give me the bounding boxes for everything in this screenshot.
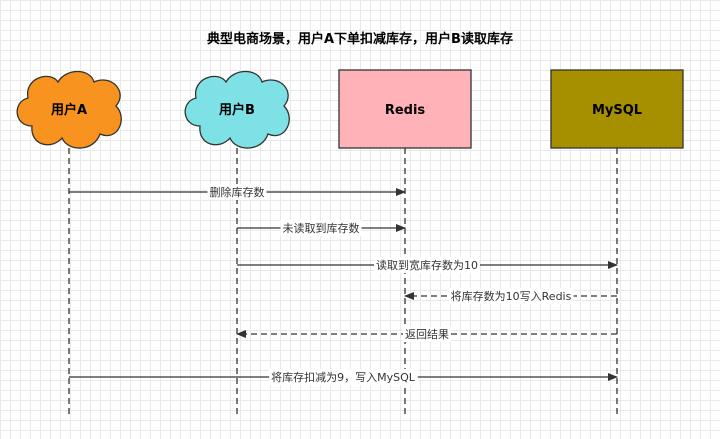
message-5-label-bg: [403, 327, 451, 342]
message-1-label: 删除库存数: [210, 185, 265, 199]
actor-mysql-box: [550, 69, 684, 149]
message-5-label: 返回结果: [405, 328, 449, 341]
message-2-label-bg: [280, 220, 362, 236]
actor-b-label: 用户B: [218, 102, 255, 118]
message-6[interactable]: 将库存扣减为9，写入MySQL: [69, 369, 618, 385]
message-3[interactable]: 读取到宽库存数为10: [237, 257, 618, 273]
message-6-label: 将库存扣减为9，写入MySQL: [271, 370, 416, 384]
actor-b-cloud-shape: [184, 70, 290, 149]
actor-redis[interactable]: Redis: [338, 69, 472, 149]
message-1[interactable]: 删除库存数: [69, 184, 406, 200]
message-3-label-bg: [374, 257, 480, 273]
actor-mysql[interactable]: MySQL: [550, 69, 684, 149]
message-2-label: 未读取到库存数: [283, 221, 360, 235]
message-3-label: 读取到宽库存数为10: [376, 258, 478, 272]
message-6-label-bg: [269, 369, 418, 385]
message-4-label-bg: [448, 288, 574, 304]
message-4[interactable]: 将库存数为10写入Redis: [404, 288, 617, 304]
actor-b[interactable]: 用户B: [184, 70, 290, 149]
diagram-title: 典型电商场景，用户A下单扣减库存，用户B读取库存: [207, 32, 513, 47]
actor-redis-label: Redis: [385, 103, 426, 118]
actor-a[interactable]: 用户A: [16, 70, 122, 149]
message-5[interactable]: 返回结果: [236, 327, 617, 342]
message-1-label-bg: [207, 184, 267, 200]
actor-mysql-label: MySQL: [592, 103, 642, 118]
message-4-label: 将库存数为10写入Redis: [451, 289, 572, 303]
actor-a-cloud-shape: [16, 70, 122, 149]
message-2[interactable]: 未读取到库存数: [237, 220, 406, 236]
actor-redis-box: [338, 69, 472, 149]
actor-a-label: 用户A: [50, 102, 87, 118]
